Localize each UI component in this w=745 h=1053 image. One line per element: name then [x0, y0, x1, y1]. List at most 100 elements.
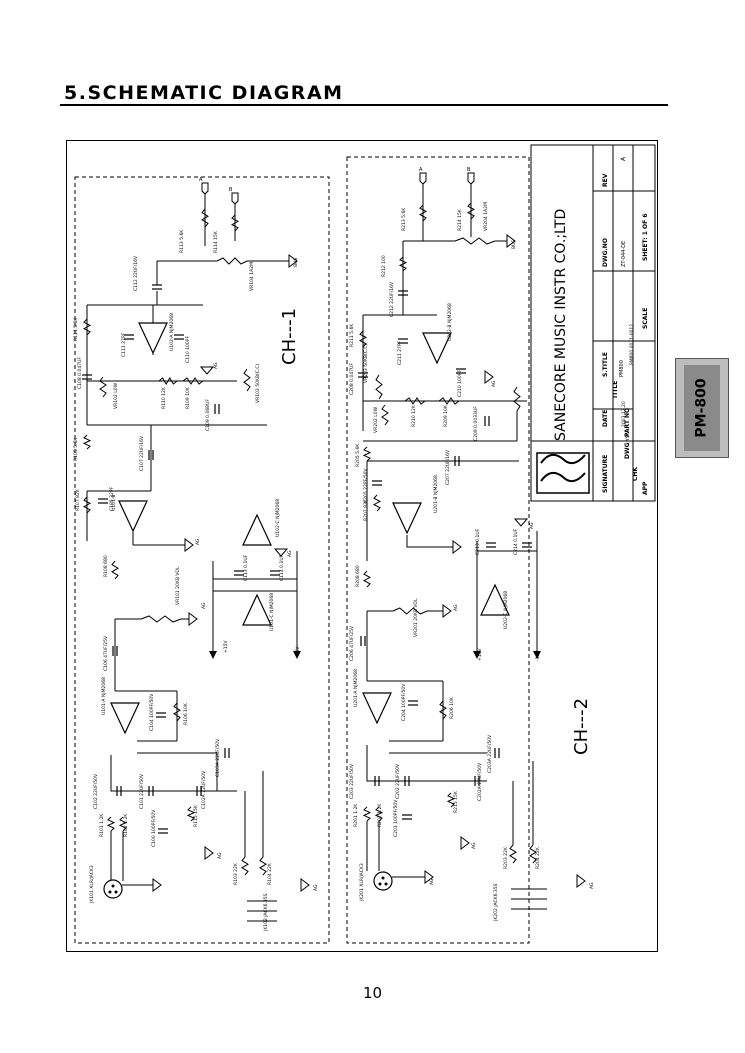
label-u101c: U101-C NJM2068	[269, 593, 275, 631]
label-u201a: U201-A NJM2068	[353, 669, 359, 707]
label-r210: R210 12K	[411, 404, 417, 427]
label-vr203: VR203 50KB(C.C)	[363, 344, 369, 383]
net-ag-5: AG	[217, 852, 223, 859]
title-scale-label: SCALE	[642, 308, 649, 329]
resistor-r211	[358, 330, 368, 348]
wire	[366, 745, 487, 782]
arrow-plus15-ch2	[473, 651, 481, 659]
pot-vr103	[243, 368, 251, 392]
net-bus-ch1: BUS	[293, 258, 299, 267]
title-stitle-label: S.TITLE	[602, 352, 609, 377]
component-layer	[82, 172, 586, 899]
ground-ch2-4	[442, 604, 452, 618]
resistor-r104	[259, 856, 267, 876]
ground-ch1-6	[152, 878, 162, 892]
label-r209: R209 10K	[443, 404, 449, 427]
label-r114: R114 15K	[213, 230, 219, 253]
resistor-r210	[404, 397, 426, 405]
net-ag-8: AG	[529, 522, 535, 529]
title-dwg-label: DWG	[624, 442, 631, 459]
ground-ch2-5	[460, 836, 470, 850]
net-ag-6: AG	[313, 884, 319, 891]
title-sheet-label: SHEET: 1 OF 6	[642, 213, 649, 261]
xlr-jack-jk201	[373, 871, 393, 891]
connector-a-ch2	[419, 172, 427, 185]
ground-ch2-1	[484, 370, 494, 384]
net-b-label-2: B	[467, 167, 471, 173]
bus-symbol-ch2	[506, 234, 516, 248]
label-vr102: VR102 L0W	[113, 382, 119, 409]
label-vr101: VR101 20KB VOL	[175, 566, 181, 605]
net-plus15-ch1: +15V	[223, 640, 229, 653]
opamp-u101b	[118, 500, 148, 533]
ch1-boundary	[74, 176, 330, 944]
label-c209: C209 0.0033UF	[473, 406, 479, 441]
ground-ch1-2	[184, 538, 194, 552]
resistor-r108	[111, 560, 119, 580]
ground-ch1-7	[300, 878, 310, 892]
label-vr201: VR201 20KB VOL	[413, 598, 419, 637]
title-rev-label: REV	[602, 173, 609, 187]
ground-ch2-6	[424, 870, 434, 884]
net-a-label-2: A	[419, 167, 423, 173]
title-date-value: 2003.12.20	[621, 401, 627, 427]
net-ag-10: AG	[471, 842, 477, 849]
opamp-u101c	[242, 593, 272, 626]
resistor-r115	[186, 806, 196, 822]
label-r107: R107 82K	[75, 488, 81, 511]
heading-rule	[60, 104, 668, 106]
pot-vr202	[381, 404, 389, 426]
label-c203a: C203A 22UF/50V	[487, 734, 493, 773]
label-jk101: JK101 XLR/JACK3	[89, 865, 95, 904]
label-r214: R214 15K	[457, 208, 463, 231]
opamp-u202b	[422, 332, 452, 365]
label-c114: C114 0.1UF	[279, 554, 285, 581]
opamp-u102c	[242, 513, 272, 546]
label-vr204: VR204 1A2M	[483, 202, 489, 231]
label-jk102: JK102 JACK6.35S	[263, 893, 269, 932]
arrow-minus15-ch1	[293, 651, 301, 659]
label-r103: R103 22K	[233, 862, 239, 885]
arrow-minus15-ch2	[533, 651, 541, 659]
pot-vr101	[140, 615, 182, 623]
label-c214: C214 0.1UF	[513, 528, 519, 555]
label-r212: R212 100	[381, 255, 387, 277]
opamp-u201a	[362, 692, 392, 725]
ground-ch1-5	[204, 846, 214, 860]
net-ag-3: AG	[287, 550, 293, 557]
resistor-r206	[439, 700, 447, 720]
ground-ch2-7	[576, 874, 586, 888]
label-r110: R110 12K	[161, 386, 167, 409]
channel-2-title: CH---2	[571, 698, 592, 755]
bus-symbol-ch1	[288, 254, 298, 268]
ground-ch2-3	[513, 518, 529, 527]
connector-b-ch2	[467, 172, 475, 185]
ground-ch1-3	[273, 548, 289, 557]
xlr-jack-jk201	[381, 876, 385, 880]
label-u202c: U202-C NJM2068	[503, 591, 509, 629]
label-r115: R115 15K	[193, 804, 199, 827]
label-c107: C107 22UF/16V	[139, 435, 145, 471]
resistor-r203	[509, 844, 517, 864]
label-c104: C104 100PF/50V	[149, 693, 155, 731]
label-c109: C109 0.068UF	[205, 399, 211, 431]
opamp-u202c	[480, 583, 510, 616]
model-side-tab: PM-800	[675, 358, 729, 458]
net-a-label: A	[199, 177, 203, 183]
title-company: SANECORE MUSIC INSTR CO.;LTD	[553, 209, 569, 441]
label-c201: C201 100PF/50V	[393, 799, 399, 837]
resistor-r113	[201, 208, 209, 228]
label-c206: C206 47UF/25V	[349, 625, 355, 661]
title-signature-label: SIGNATURE	[602, 455, 609, 493]
ch2-boundary	[346, 156, 530, 944]
resistor-r212	[398, 256, 408, 272]
net-ag-12: AG	[589, 882, 595, 889]
ground-ch2-2	[452, 540, 462, 554]
resistor-r109	[182, 377, 204, 385]
label-c106: C106 47UF/25V	[103, 635, 109, 671]
label-c204: C204 100PF/50V	[401, 683, 407, 721]
title-rev-value: A	[620, 156, 627, 161]
label-r108: R108 680	[103, 555, 109, 577]
label-c211: C211 27PF	[397, 340, 403, 365]
